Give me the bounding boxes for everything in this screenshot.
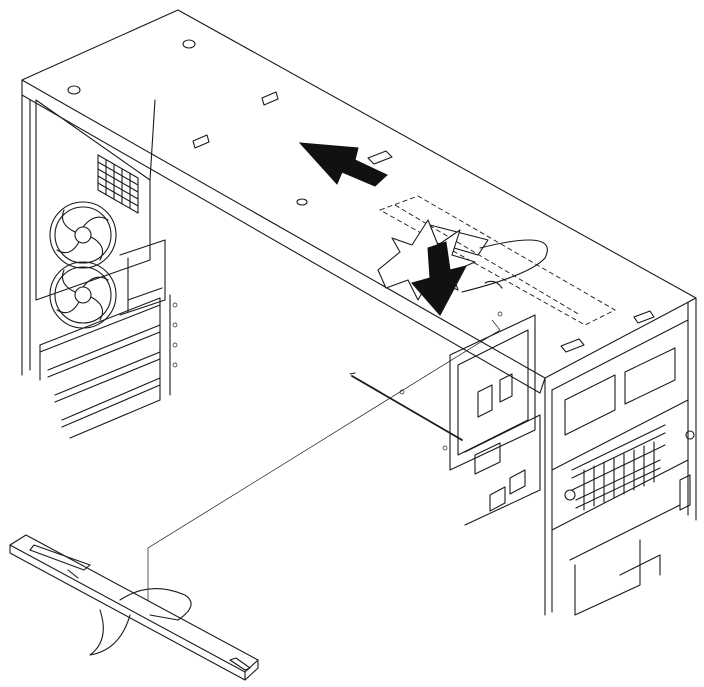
top-cover-panel [21, 9, 697, 394]
retention-bracket-part [9, 534, 259, 681]
callout-leader-line [147, 311, 503, 610]
drive-bay-frame [544, 297, 697, 616]
drive-bay-rails [571, 424, 666, 511]
system-board-area [399, 314, 541, 526]
vent-grille [97, 154, 139, 214]
guide-rod [349, 372, 463, 441]
fan-upper [49, 201, 117, 269]
fan-lower [49, 261, 117, 329]
press-down-arrow [411, 241, 467, 316]
rear-panel [21, 94, 178, 439]
slide-direction-arrow [298, 142, 388, 187]
expansion-slot-covers [39, 294, 178, 439]
